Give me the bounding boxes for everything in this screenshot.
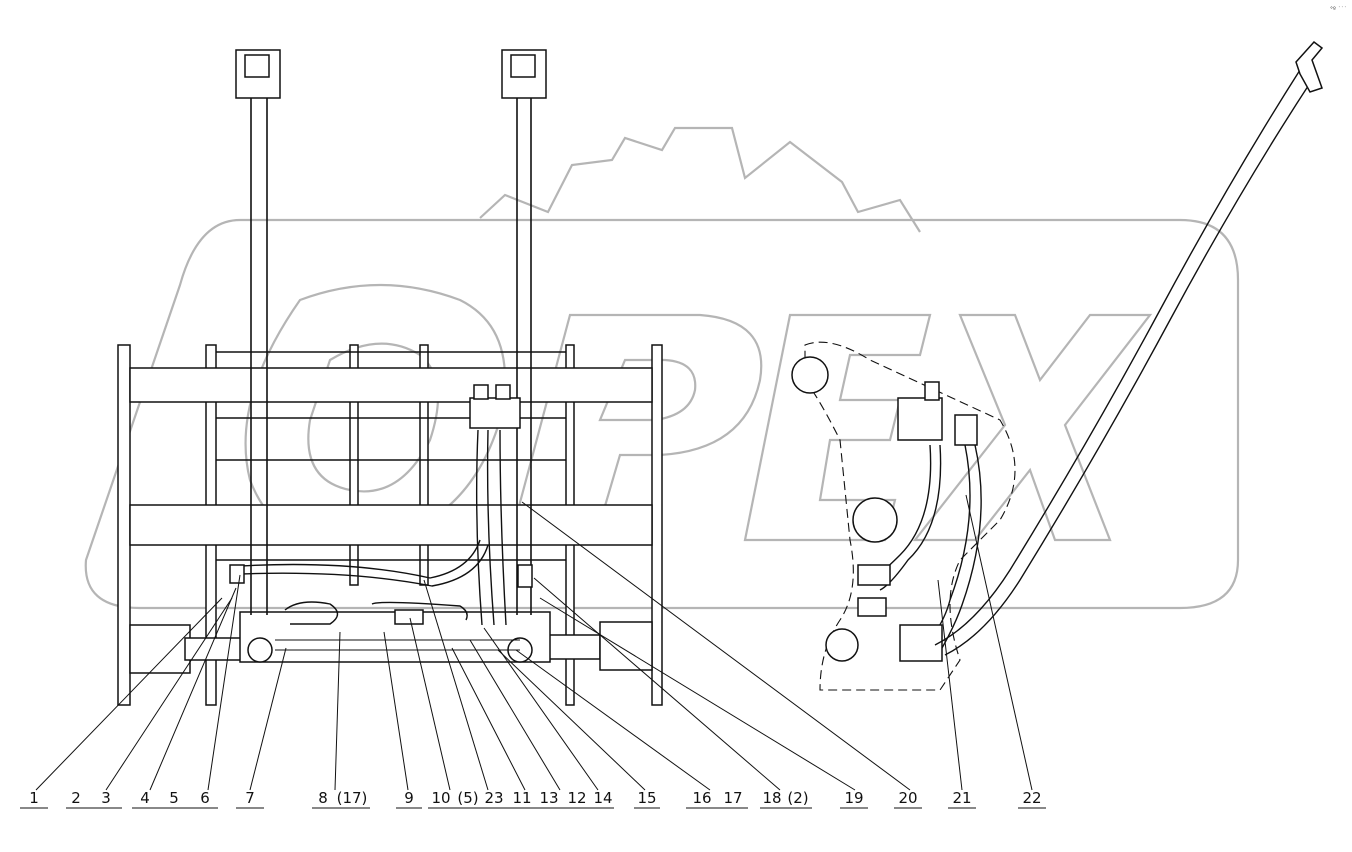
leader-line bbox=[207, 574, 241, 791]
callout-20: 20 bbox=[898, 789, 917, 807]
leader-line bbox=[937, 579, 963, 791]
clamp bbox=[517, 564, 533, 588]
leader-line bbox=[469, 639, 561, 791]
hose bbox=[475, 429, 483, 626]
watermark-badge-outline bbox=[84, 218, 1240, 610]
leader-line bbox=[149, 587, 237, 791]
frame-plate bbox=[349, 344, 359, 586]
callout-18: 18 bbox=[762, 789, 781, 807]
leader-line bbox=[533, 577, 781, 791]
callout-12: 12 bbox=[567, 789, 586, 807]
boom-bracket-outline bbox=[804, 341, 1016, 691]
callout-14: 14 bbox=[593, 789, 612, 807]
leader-line bbox=[539, 597, 856, 791]
callout-7: 7 bbox=[245, 789, 255, 807]
leader-line bbox=[965, 494, 1033, 791]
leader-line bbox=[451, 647, 526, 791]
vertical-lines bbox=[235, 49, 547, 615]
top-fitting bbox=[510, 54, 536, 78]
callout-21: 21 bbox=[952, 789, 971, 807]
fitting bbox=[857, 564, 891, 586]
leader-line bbox=[423, 579, 489, 791]
callout-5: 5 bbox=[169, 789, 179, 807]
leader-line bbox=[35, 597, 223, 791]
callout-23: 23 bbox=[484, 789, 503, 807]
left-hub bbox=[129, 624, 191, 674]
hose bbox=[486, 429, 495, 626]
callout-2: 2 bbox=[71, 789, 81, 807]
upper-cross-tube bbox=[129, 367, 653, 403]
valve-port bbox=[473, 384, 489, 400]
top-fitting bbox=[244, 54, 270, 78]
right-hub bbox=[599, 621, 653, 671]
callout-8-ref: (17) bbox=[337, 789, 368, 807]
callout-3: 3 bbox=[101, 789, 111, 807]
leader-line bbox=[515, 649, 711, 791]
leader-line bbox=[497, 649, 646, 791]
pivot-hole bbox=[791, 356, 829, 394]
leader-line bbox=[249, 647, 287, 791]
callout-1: 1 bbox=[29, 789, 39, 807]
frame-plate bbox=[117, 344, 131, 706]
leader-line bbox=[383, 631, 409, 791]
valve-and-hoses bbox=[229, 384, 533, 663]
boom-bracket-assembly bbox=[791, 40, 1324, 691]
motor-block bbox=[899, 624, 943, 662]
hose-end-fitting bbox=[1295, 40, 1324, 93]
clamp bbox=[229, 564, 245, 584]
swivel-joint bbox=[247, 637, 273, 663]
hose bbox=[239, 539, 481, 579]
valve-port bbox=[924, 381, 940, 401]
valve-block bbox=[469, 397, 521, 429]
valve-block bbox=[897, 397, 943, 441]
callout-16: 16 bbox=[692, 789, 711, 807]
hose bbox=[929, 444, 971, 641]
valve-port bbox=[495, 384, 511, 400]
callout-19: 19 bbox=[844, 789, 863, 807]
callout-10: 10 bbox=[431, 789, 450, 807]
leader-line bbox=[334, 631, 341, 791]
callout-13: 13 bbox=[539, 789, 558, 807]
leader-line bbox=[521, 501, 911, 791]
callout-labels: 1 2 3 4 5 6 7 8 (17) 9 10 (5) 23 11 13 1… bbox=[29, 789, 1041, 807]
hose bbox=[941, 444, 982, 649]
watermark-gear-outline bbox=[479, 126, 921, 233]
fitting bbox=[954, 414, 978, 446]
middle-cross-tube bbox=[129, 504, 653, 546]
hose bbox=[239, 544, 489, 587]
leader-lines bbox=[35, 494, 1033, 791]
frame-assembly bbox=[117, 344, 663, 706]
callout-15: 15 bbox=[637, 789, 656, 807]
callout-22: 22 bbox=[1022, 789, 1041, 807]
callout-8: 8 bbox=[318, 789, 328, 807]
callout-17: 17 bbox=[723, 789, 742, 807]
leader-line bbox=[409, 617, 451, 791]
callout-18-ref: (2) bbox=[787, 789, 808, 807]
long-hose bbox=[944, 79, 1313, 656]
callout-6: 6 bbox=[200, 789, 210, 807]
hose bbox=[284, 601, 339, 625]
hose bbox=[499, 429, 507, 626]
callout-4: 4 bbox=[140, 789, 150, 807]
hose bbox=[371, 601, 468, 621]
watermark-letter-x bbox=[912, 313, 1153, 542]
callout-9: 9 bbox=[404, 789, 414, 807]
swivel-joint bbox=[825, 628, 859, 662]
fitting bbox=[857, 597, 887, 617]
frame-plate bbox=[651, 344, 663, 706]
callout-11: 11 bbox=[512, 789, 531, 807]
pivot-hole bbox=[852, 497, 898, 543]
leader-line bbox=[105, 597, 233, 791]
long-hose bbox=[934, 69, 1301, 646]
callout-10-ref: (5) bbox=[457, 789, 478, 807]
corner-mark: °º ˙˙˙ bbox=[1330, 6, 1347, 13]
fitting bbox=[394, 609, 424, 625]
